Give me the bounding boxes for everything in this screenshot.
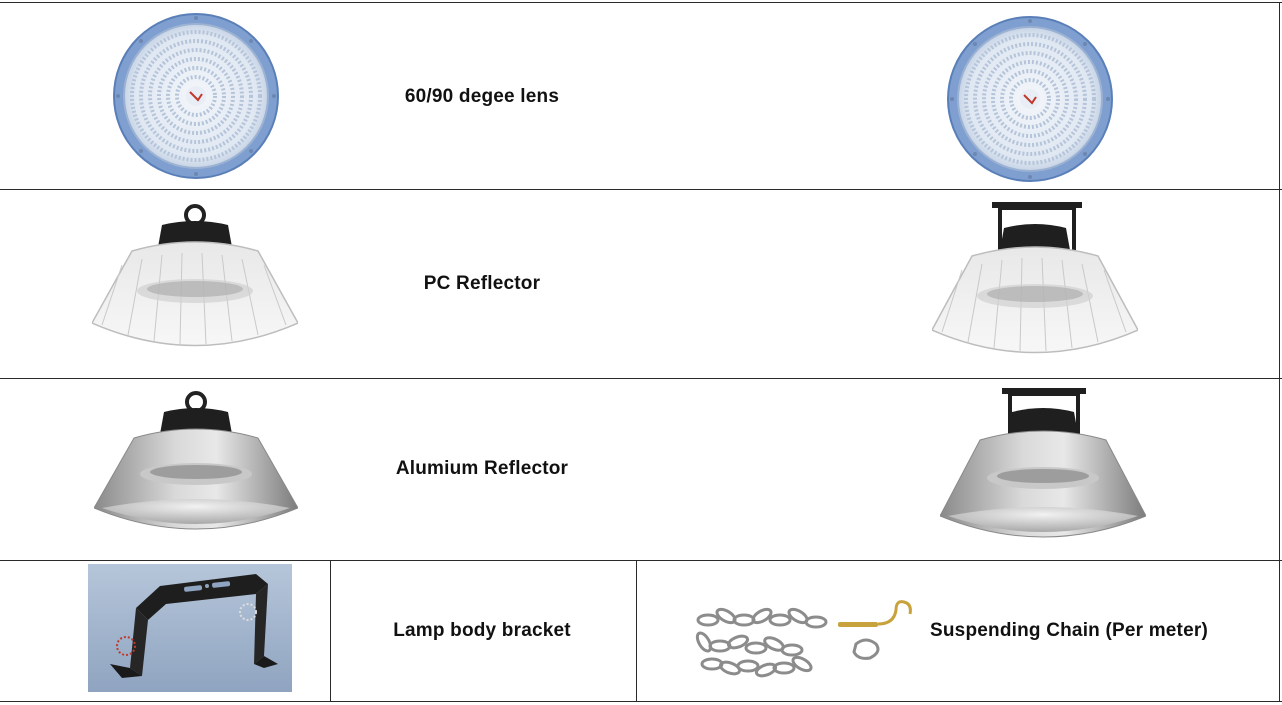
row-divider-1 [0,189,1282,190]
chain-label: Suspending Chain (Per meter) [930,620,1208,641]
round-lens-light-icon [112,12,280,185]
table-border-right [1279,2,1280,702]
bracket-label: Lamp body bracket [393,620,571,641]
suspending-chain-icon [690,600,916,683]
col-divider-1 [330,560,331,702]
lamp-bracket-icon [88,564,292,697]
aluminium-reflector-bracket-lamp-icon [939,386,1147,555]
aluminium-reflector-label: Alumium Reflector [395,458,569,479]
table-border-bottom [0,701,1282,702]
pc-reflector-label: PC Reflector [423,273,541,294]
lens-label: 60/90 degee lens [404,86,560,107]
row-divider-3 [0,560,1282,561]
aluminium-reflector-hook-lamp-icon [93,390,299,547]
col-divider-2 [636,560,637,702]
round-lens-light-icon-right [946,15,1114,188]
row-divider-2 [0,378,1282,379]
pc-reflector-bracket-lamp-icon [930,200,1140,367]
table-border-top [0,2,1282,3]
pc-reflector-hook-lamp-icon [90,203,300,360]
